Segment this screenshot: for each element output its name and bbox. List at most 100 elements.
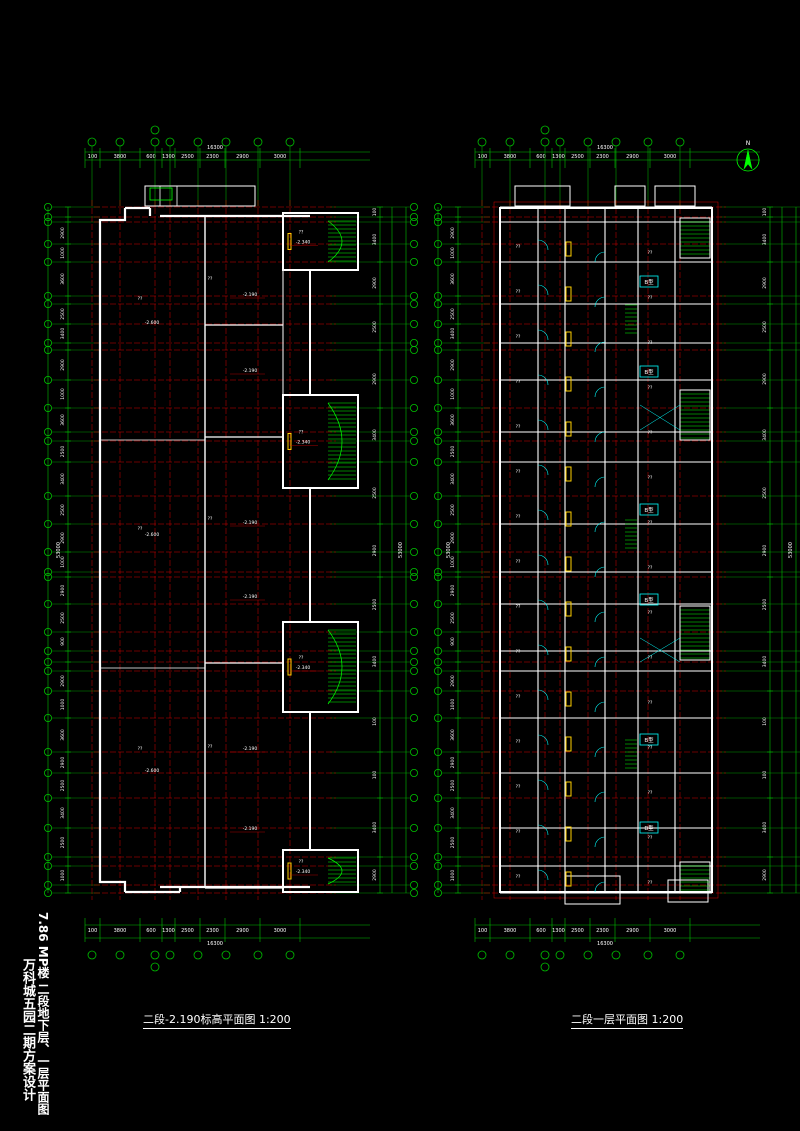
axis-bubble-top-extra bbox=[150, 125, 160, 135]
right-dim-text: 2500 bbox=[762, 321, 768, 333]
room-mark: ?? bbox=[516, 604, 521, 610]
axis-bubble-bottom bbox=[285, 950, 295, 960]
door-swing bbox=[537, 374, 549, 386]
unit-tag-box bbox=[639, 275, 659, 288]
axis-bubble-left bbox=[44, 257, 53, 266]
left-dim-text: 2900 bbox=[450, 532, 456, 544]
axis-bubble-bottom bbox=[193, 950, 203, 960]
left-dim-text: 2500 bbox=[60, 308, 66, 320]
axis-bubble-bottom bbox=[505, 950, 515, 960]
axis-bubble-top bbox=[540, 137, 550, 147]
right-dim-text: 100 bbox=[762, 771, 768, 780]
top-dim-text: 600 bbox=[536, 154, 546, 160]
axis-bubble-top bbox=[165, 137, 175, 147]
elevation-mark: -2.600 bbox=[145, 532, 160, 538]
door-swing bbox=[537, 599, 549, 611]
left-dim-text: 1000 bbox=[60, 870, 66, 882]
axis-bubble-right bbox=[409, 628, 418, 637]
right-dim-text: 2900 bbox=[762, 545, 768, 557]
left-dim-text: 3400 bbox=[60, 807, 66, 819]
axis-bubble-left bbox=[44, 217, 53, 226]
right-dim-text: 100 bbox=[762, 717, 768, 726]
room-mark: ?? bbox=[516, 514, 521, 520]
left-dim-text: 1000 bbox=[450, 870, 456, 882]
door-swing bbox=[537, 554, 549, 566]
left-dim-text: 1000 bbox=[450, 247, 456, 259]
door-swing bbox=[537, 329, 549, 341]
bottom-total-text: 16300 bbox=[207, 941, 223, 947]
axis-bubble-right bbox=[409, 212, 418, 221]
axis-bubble-left bbox=[433, 520, 442, 529]
left-dim-text: 900 bbox=[60, 637, 66, 646]
left-dim-text: 3600 bbox=[60, 729, 66, 741]
elevation-mark: -2.190 bbox=[243, 826, 258, 832]
room-mark: ?? bbox=[516, 244, 521, 250]
total-width-text: 16300 bbox=[207, 145, 223, 151]
left-dim-text: 3400 bbox=[60, 473, 66, 485]
door-swing bbox=[594, 566, 606, 578]
door-swing bbox=[594, 296, 606, 308]
axis-bubble-left bbox=[433, 548, 442, 557]
top-dim-text: 3000 bbox=[274, 154, 287, 160]
right-dim-text: 3400 bbox=[372, 429, 378, 441]
axis-bubble-right bbox=[409, 568, 418, 577]
axis-bubble-left bbox=[433, 647, 442, 656]
left-dim-text: 2500 bbox=[60, 837, 66, 849]
axis-bubble-left bbox=[433, 853, 442, 862]
door-swing bbox=[594, 881, 606, 893]
core-room-mark: ?? bbox=[299, 859, 304, 865]
left-dim-text: 2500 bbox=[60, 612, 66, 624]
room-mark: ?? bbox=[208, 276, 213, 282]
top-dim-text: 2900 bbox=[626, 154, 639, 160]
axis-bubble-left bbox=[44, 824, 53, 833]
left-dim-text: 3400 bbox=[450, 328, 456, 340]
axis-bubble-left bbox=[44, 291, 53, 300]
top-dim-text: 2500 bbox=[181, 154, 194, 160]
ramp-diagonal bbox=[639, 637, 681, 663]
right-dim-text: 3400 bbox=[762, 822, 768, 834]
axis-bubble-left bbox=[44, 491, 53, 500]
axis-bubble-left bbox=[433, 345, 442, 354]
axis-bubble-right bbox=[409, 375, 418, 384]
left-dim-text: 2900 bbox=[450, 757, 456, 769]
core-room-mark: ?? bbox=[299, 655, 304, 661]
total-height-text-left: 53000 bbox=[446, 542, 452, 558]
axis-bubble-left bbox=[433, 212, 442, 221]
axis-bubble-bottom bbox=[87, 950, 97, 960]
left-dim-text: 2500 bbox=[450, 612, 456, 624]
axis-bubble-bottom bbox=[253, 950, 263, 960]
top-dim-text: 1300 bbox=[162, 154, 175, 160]
axis-bubble-bottom bbox=[643, 950, 653, 960]
axis-bubble-left bbox=[433, 239, 442, 248]
axis-bubble-top bbox=[253, 137, 263, 147]
core-elevation: -2.340 bbox=[296, 665, 311, 671]
axis-bubble-right bbox=[409, 291, 418, 300]
axis-bubble-left bbox=[44, 345, 53, 354]
axis-bubble-right bbox=[409, 600, 418, 609]
stair-core bbox=[282, 212, 359, 271]
axis-bubble-right bbox=[409, 889, 418, 898]
axis-bubble-left bbox=[433, 862, 442, 871]
right-dim-text: 100 bbox=[372, 717, 378, 726]
north-label: N bbox=[746, 140, 751, 147]
axis-bubble-left bbox=[433, 658, 442, 667]
right-dim-text: 2500 bbox=[372, 487, 378, 499]
axis-bubble-right bbox=[409, 714, 418, 723]
axis-bubble-bottom bbox=[540, 950, 550, 960]
axis-bubble-left bbox=[433, 427, 442, 436]
bottom-dim-text: 3800 bbox=[114, 928, 127, 934]
door-swing bbox=[537, 869, 549, 881]
axis-bubble-left bbox=[44, 862, 53, 871]
left-dim-text: 3400 bbox=[450, 473, 456, 485]
unit-tag: B型 bbox=[644, 736, 654, 744]
axis-bubble-top bbox=[611, 137, 621, 147]
axis-bubble-top bbox=[505, 137, 515, 147]
room-mark: ?? bbox=[138, 526, 143, 532]
room-mark: ?? bbox=[648, 475, 653, 481]
axis-bubble-top bbox=[115, 137, 125, 147]
elevation-mark: -2.600 bbox=[145, 768, 160, 774]
ground-bottom-entry-2 bbox=[667, 879, 709, 903]
axis-bubble-top bbox=[285, 137, 295, 147]
top-dim-text: 2300 bbox=[596, 154, 609, 160]
